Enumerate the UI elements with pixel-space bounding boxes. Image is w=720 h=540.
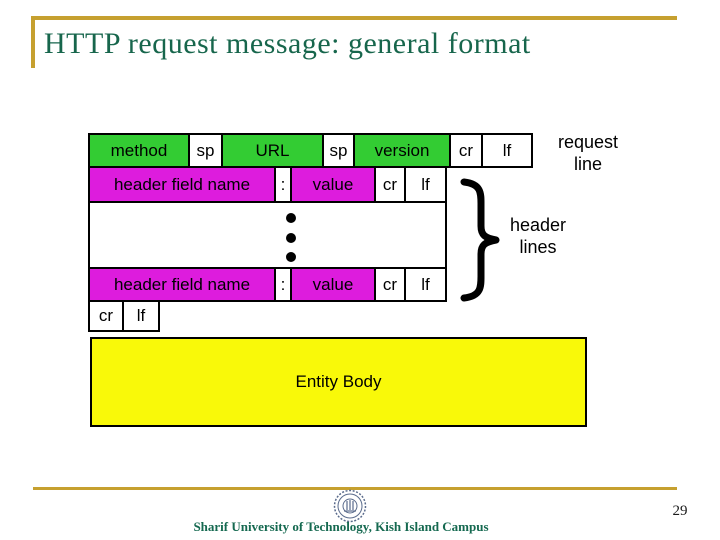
entity-body-label: Entity Body xyxy=(295,372,382,391)
vertical-ellipsis-icon xyxy=(286,233,296,243)
cell-header-field-name-1: header field name xyxy=(90,168,276,201)
title-accent-bar xyxy=(31,16,35,68)
university-logo-icon xyxy=(333,489,367,523)
cell-sp-1: sp xyxy=(190,135,223,166)
header-lines-label: header lines xyxy=(498,214,578,258)
request-line-label: request line xyxy=(538,131,638,175)
header-lines-label-line2: lines xyxy=(519,237,557,257)
cell-lf-4: lf xyxy=(136,306,146,325)
header-row-1: header field name : value cr lf xyxy=(88,166,447,203)
slide-title: HTTP request message: general format xyxy=(44,27,531,60)
cell-cr-4: cr xyxy=(90,302,124,330)
cell-cr-2: cr xyxy=(376,168,406,201)
cell-sp-2: sp xyxy=(324,135,355,166)
top-accent-line xyxy=(31,16,677,20)
page-number: 29 xyxy=(672,503,688,519)
crlf-row: cr lf xyxy=(88,300,160,332)
cell-colon-2: : xyxy=(276,269,292,300)
vertical-ellipsis-icon xyxy=(286,252,296,262)
request-line-label-line2: line xyxy=(573,154,603,174)
cell-lf-1: lf xyxy=(502,140,512,160)
cell-colon-1: : xyxy=(276,168,292,201)
cell-lf-2: lf xyxy=(421,174,430,194)
header-lines-brace xyxy=(458,177,502,303)
cell-value-2: value xyxy=(292,269,376,300)
footer-accent-line xyxy=(33,487,677,490)
header-lines-continuation-box xyxy=(88,201,447,269)
cell-value-1: value xyxy=(292,168,376,201)
header-row-2: header field name : value cr lf xyxy=(88,267,447,302)
cell-url: URL xyxy=(223,135,324,166)
request-line-row: method sp URL sp version cr lf xyxy=(88,133,533,168)
footer-text: Sharif University of Technology, Kish Is… xyxy=(193,519,489,534)
cell-cr-3: cr xyxy=(376,269,406,300)
request-line-label-line1: request xyxy=(557,132,619,152)
cell-header-field-name-2: header field name xyxy=(90,269,276,300)
cell-version: version xyxy=(355,135,451,166)
header-lines-label-line1: header xyxy=(509,215,567,235)
cell-cr-1: cr xyxy=(451,135,483,166)
vertical-ellipsis-icon xyxy=(286,213,296,223)
cell-method: method xyxy=(90,135,190,166)
cell-lf-3: lf xyxy=(421,274,430,294)
entity-body-box: Entity Body xyxy=(90,337,587,427)
